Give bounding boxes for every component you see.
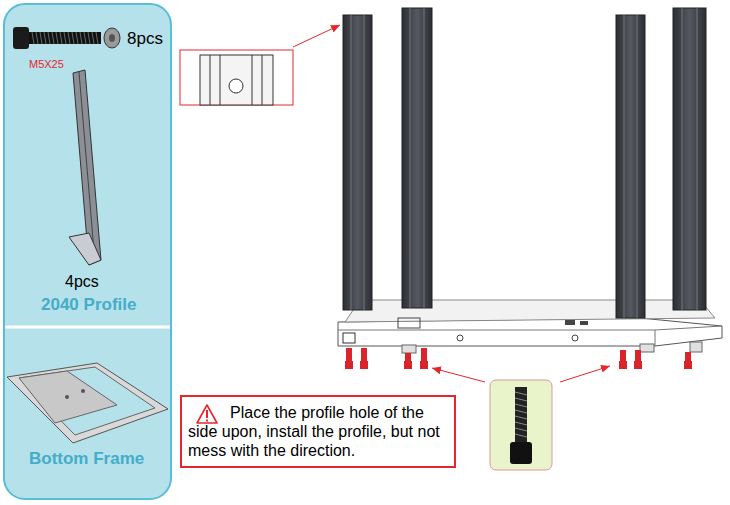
parts-illustration [5,5,170,498]
warning-box: Place the profile hole of the side upon,… [180,395,456,468]
quantity: 8pcs [127,29,163,49]
part-name: Bottom Frame [29,449,144,469]
parts-panel: M5X25 8pcs 4pcs 2040 ProfileBottom Frame [3,3,172,500]
quantity: 4pcs [65,273,99,291]
profile-drawing [343,8,706,318]
part-name: 2040 Profile [41,295,136,315]
warning-icon [196,404,218,424]
screw-drawing [345,348,692,369]
part-spec: M5X25 [29,58,64,70]
warning-text: Place the profile hole of the side upon,… [188,403,448,460]
screw-inset [432,366,610,470]
bottom-frame-drawing [338,300,722,353]
detail-callout [180,25,340,105]
